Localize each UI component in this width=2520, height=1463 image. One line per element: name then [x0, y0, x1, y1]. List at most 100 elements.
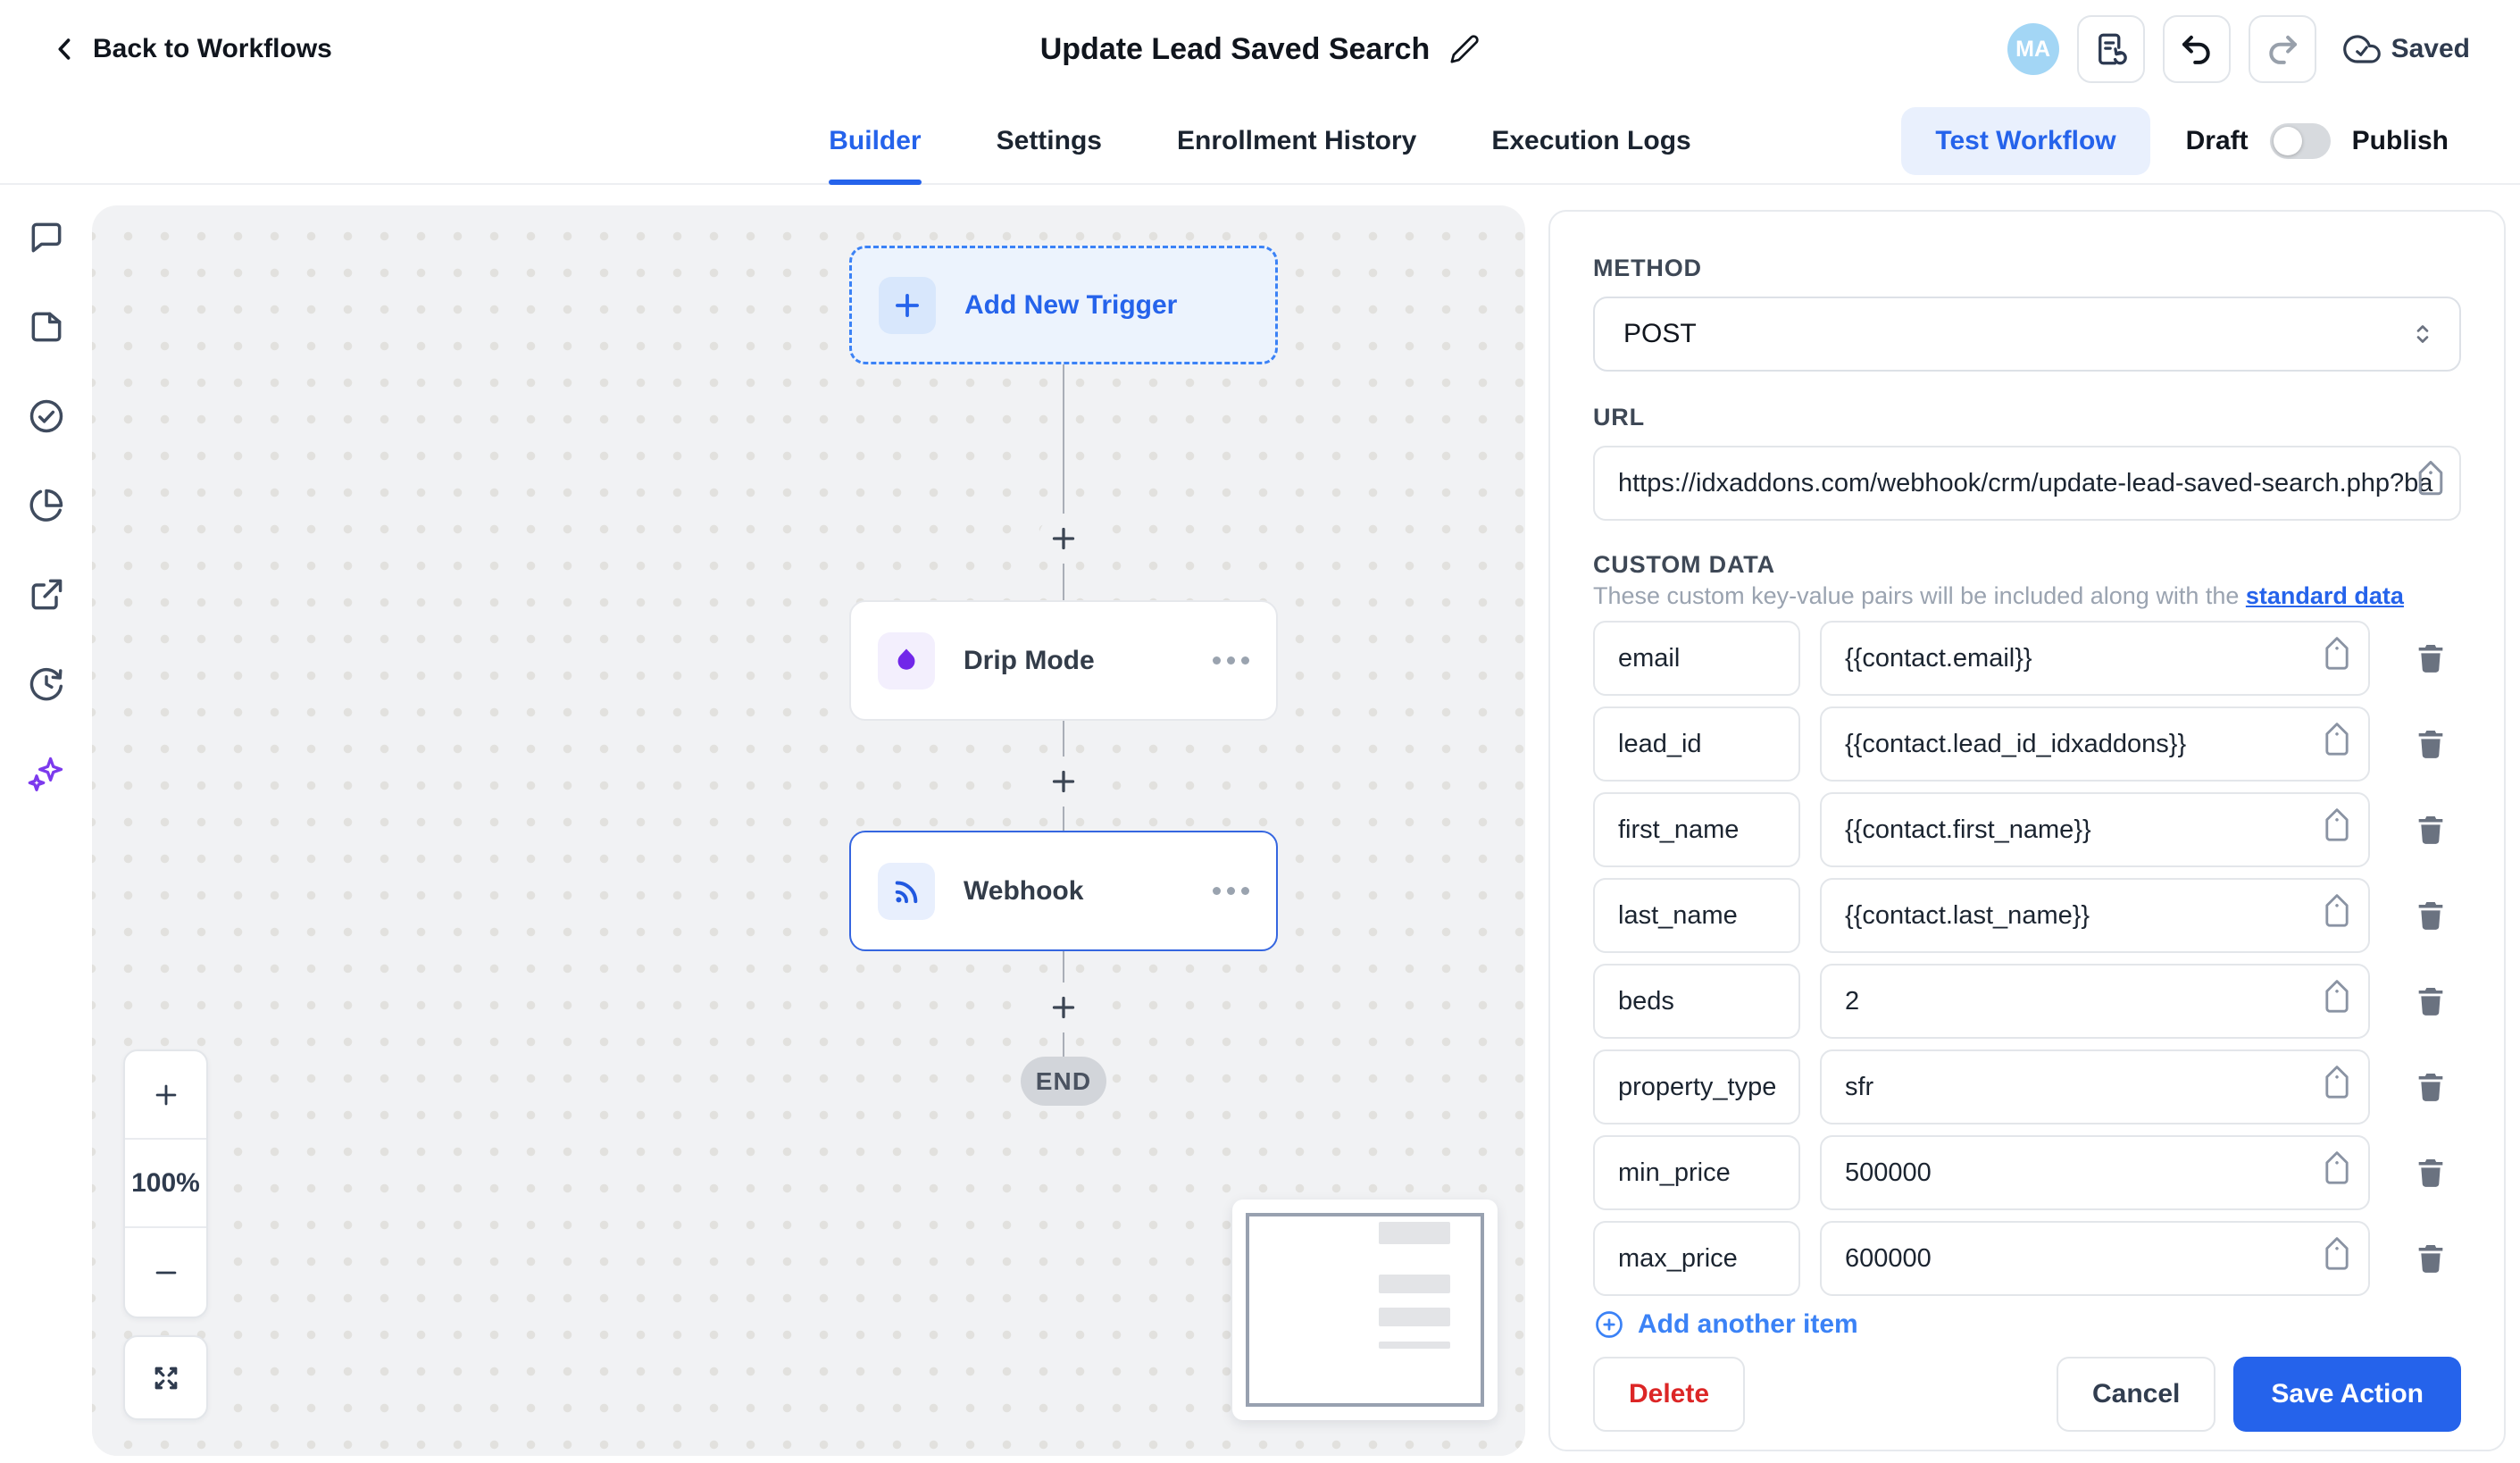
undo-button[interactable]: [2162, 15, 2231, 83]
tab[interactable]: Enrollment History: [1177, 98, 1416, 183]
custom-value-input[interactable]: [1820, 792, 2370, 867]
fullscreen-button[interactable]: [123, 1335, 208, 1420]
custom-key-input[interactable]: [1593, 964, 1800, 1039]
plus-icon: [879, 276, 936, 334]
external-link-icon[interactable]: [26, 574, 67, 615]
avatar[interactable]: MA: [2007, 23, 2059, 75]
custom-key-input[interactable]: [1593, 621, 1800, 696]
custom-value-input[interactable]: [1820, 1221, 2370, 1296]
trigger-node-label: Add New Trigger: [964, 289, 1178, 320]
minimap-node: [1379, 1222, 1451, 1245]
back-to-workflows-button[interactable]: Back to Workflows: [50, 34, 332, 64]
tools-sidebar: [0, 185, 92, 794]
add-step-button[interactable]: [1039, 757, 1089, 807]
tab-label: Execution Logs: [1491, 125, 1691, 155]
tag-icon[interactable]: [2320, 1066, 2354, 1104]
custom-data-row: [1593, 792, 2461, 867]
minimap-node: [1379, 1342, 1451, 1350]
workflow-canvas[interactable]: Add New Trigger Drip Mode Webhook END 10…: [92, 205, 1525, 1456]
custom-value-input[interactable]: [1820, 621, 2370, 696]
tab[interactable]: Execution Logs: [1491, 98, 1690, 183]
zoom-level: 100%: [125, 1140, 206, 1228]
trash-icon: [2413, 982, 2449, 1021]
add-another-item-button[interactable]: Add another item: [1593, 1305, 1858, 1344]
node-menu-button[interactable]: [1213, 656, 1249, 665]
delete-row-button[interactable]: [2413, 896, 2449, 935]
drip-mode-node[interactable]: Drip Mode: [849, 600, 1278, 721]
publish-toggle[interactable]: [2269, 122, 2331, 159]
tab-active-underline: [829, 180, 922, 185]
save-status: Saved: [2342, 30, 2470, 68]
custom-key-input[interactable]: [1593, 1049, 1800, 1124]
action-config-panel: METHOD POST URL CUSTOM DATA These custom…: [1548, 210, 2506, 1451]
minimap[interactable]: [1232, 1200, 1498, 1420]
plus-icon: [1047, 765, 1080, 798]
tag-icon[interactable]: [2320, 808, 2354, 847]
chat-icon[interactable]: [26, 217, 67, 258]
back-chevron-icon: [50, 34, 80, 64]
document-refresh-icon: [2092, 30, 2130, 68]
edit-title-button[interactable]: [1449, 34, 1480, 64]
delete-row-button[interactable]: [2413, 810, 2449, 849]
tab[interactable]: Builder: [829, 98, 922, 185]
custom-key-input[interactable]: [1593, 878, 1800, 953]
cancel-button[interactable]: Cancel: [2056, 1357, 2216, 1432]
node-menu-button[interactable]: [1213, 887, 1249, 895]
save-action-button[interactable]: Save Action: [2233, 1357, 2461, 1432]
method-label: METHOD: [1593, 255, 1702, 281]
connector-line: [1063, 364, 1064, 600]
custom-value-input[interactable]: [1820, 1135, 2370, 1210]
method-select[interactable]: POST: [1593, 297, 2461, 372]
check-circle-icon[interactable]: [26, 396, 67, 437]
custom-value-input[interactable]: [1820, 878, 2370, 953]
test-workflow-button[interactable]: Test Workflow: [1901, 106, 2150, 175]
plus-icon: [1047, 522, 1080, 555]
end-node: END: [1021, 1057, 1106, 1106]
delete-row-button[interactable]: [2413, 1153, 2449, 1192]
custom-key-input[interactable]: [1593, 706, 1800, 782]
url-input[interactable]: [1593, 446, 2461, 521]
delete-row-button[interactable]: [2413, 1239, 2449, 1278]
custom-key-input[interactable]: [1593, 1135, 1800, 1210]
custom-key-input[interactable]: [1593, 792, 1800, 867]
delete-row-button[interactable]: [2413, 639, 2449, 678]
add-step-button[interactable]: [1039, 514, 1089, 564]
redo-button[interactable]: [2248, 15, 2316, 83]
tag-icon[interactable]: [2320, 723, 2354, 761]
tag-icon[interactable]: [2320, 894, 2354, 932]
webhook-node[interactable]: Webhook: [849, 831, 1278, 951]
tab-bar: Builder Settings Enrollment History Exec…: [0, 98, 2520, 185]
standard-data-link[interactable]: standard data: [2245, 582, 2404, 609]
redo-icon: [2264, 30, 2301, 68]
trash-icon: [2413, 639, 2449, 678]
history-icon[interactable]: [26, 664, 67, 705]
custom-value-input[interactable]: [1820, 1049, 2370, 1124]
document-icon[interactable]: [26, 306, 67, 347]
zoom-in-button[interactable]: [125, 1051, 206, 1140]
trash-icon: [2413, 896, 2449, 935]
custom-value-input[interactable]: [1820, 706, 2370, 782]
delete-row-button[interactable]: [2413, 982, 2449, 1021]
custom-value-input[interactable]: [1820, 964, 2370, 1039]
custom-data-row: [1593, 1221, 2461, 1296]
custom-key-input[interactable]: [1593, 1221, 1800, 1296]
sparkles-icon[interactable]: [26, 753, 67, 794]
zoom-out-button[interactable]: [125, 1228, 206, 1317]
tab[interactable]: Settings: [997, 98, 1102, 183]
tag-icon[interactable]: [2320, 1237, 2354, 1275]
add-step-button[interactable]: [1039, 982, 1089, 1032]
delete-row-button[interactable]: [2413, 724, 2449, 764]
tag-icon[interactable]: [2320, 637, 2354, 675]
pie-chart-icon[interactable]: [26, 485, 67, 526]
tag-icon[interactable]: [2413, 460, 2449, 501]
delete-row-button[interactable]: [2413, 1067, 2449, 1107]
cloud-check-icon: [2342, 30, 2381, 68]
tag-icon[interactable]: [2320, 980, 2354, 1018]
webhook-rss-icon: [878, 862, 935, 920]
custom-data-row: [1593, 621, 2461, 696]
delete-action-button[interactable]: Delete: [1593, 1357, 1746, 1432]
add-new-trigger-node[interactable]: Add New Trigger: [849, 246, 1278, 364]
version-history-button[interactable]: [2076, 15, 2145, 83]
custom-data-row: [1593, 706, 2461, 782]
tag-icon[interactable]: [2320, 1151, 2354, 1190]
